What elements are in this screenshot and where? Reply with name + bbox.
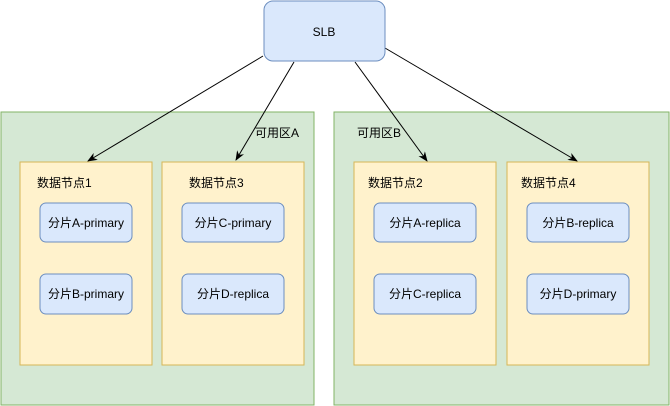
- shard-label: 分片C-primary: [195, 216, 272, 230]
- data-node-3-box: [161, 161, 305, 366]
- slb-label: SLB: [313, 25, 336, 39]
- shard-box: [526, 202, 630, 243]
- data-node-4: 数据节点4 分片B-replica 分片D-primary: [506, 161, 650, 366]
- shard-box: [526, 273, 630, 315]
- shard-label: 分片A-replica: [389, 216, 461, 230]
- arrow-slb-to-node-1: [87, 55, 264, 162]
- shard-label: 分片A-primary: [48, 216, 124, 230]
- shard-box: [39, 273, 133, 315]
- shard-label: 分片B-replica: [542, 216, 614, 230]
- shard-box: [181, 273, 285, 315]
- data-node-4-label: 数据节点4: [521, 175, 576, 190]
- shard-box: [373, 273, 477, 315]
- data-node-1: 数据节点1 分片A-primary 分片B-primary: [19, 161, 153, 366]
- data-node-2-label: 数据节点2: [368, 175, 423, 190]
- data-node-3: 数据节点3 分片C-primary 分片D-replica: [161, 161, 305, 366]
- data-node-3-label: 数据节点3: [189, 175, 244, 190]
- shard-box: [181, 202, 285, 243]
- data-node-2: 数据节点2 分片A-replica 分片C-replica: [353, 161, 497, 366]
- arrow-slb-to-node-3: [235, 61, 295, 161]
- zone-a-label: 可用区A: [255, 126, 299, 140]
- shard-label: 分片D-replica: [197, 287, 269, 301]
- arrow-slb-to-node-4: [384, 47, 578, 162]
- shard-box: [39, 202, 133, 243]
- shard-label: 分片C-replica: [389, 287, 461, 301]
- slb-box: [263, 0, 386, 62]
- slb-node: SLB: [263, 0, 386, 62]
- connectors: [87, 47, 578, 162]
- arrow-slb-to-node-2: [354, 61, 428, 162]
- data-node-4-box: [506, 161, 650, 366]
- shard-label: 分片B-primary: [48, 287, 124, 301]
- shard-label: 分片D-primary: [540, 287, 617, 301]
- zone-b-label: 可用区B: [357, 126, 401, 140]
- shard-box: [373, 202, 477, 243]
- data-node-1-label: 数据节点1: [37, 175, 92, 190]
- data-node-2-box: [353, 161, 497, 366]
- data-node-1-box: [19, 161, 153, 366]
